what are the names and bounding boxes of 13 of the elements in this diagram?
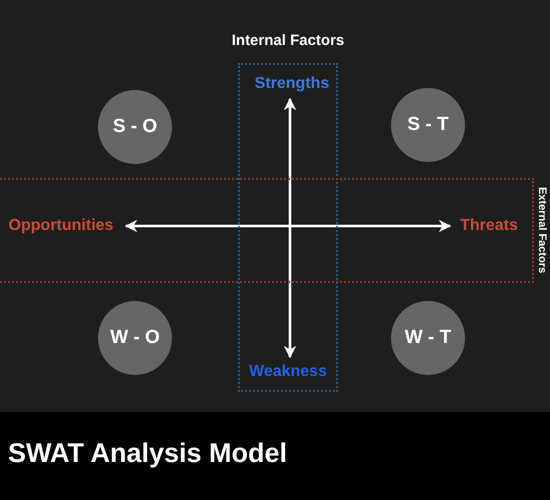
quadrant-circle: S - T — [391, 88, 465, 162]
weakness-label: Weakness — [240, 361, 336, 383]
quadrant-circle: W - O — [98, 301, 172, 375]
strengths-label: Strengths — [245, 73, 339, 95]
quadrant-circle: W - T — [391, 301, 465, 375]
band-heading: External Factors — [536, 186, 548, 276]
quadrant-circle: S - O — [98, 90, 172, 164]
diagram-title: SWAT Analysis Model — [8, 438, 288, 469]
double-arrow — [284, 98, 296, 358]
band-heading: Internal Factors — [230, 32, 346, 49]
double-arrow — [124, 220, 452, 232]
opportunities-label: Opportunities — [0, 215, 122, 237]
threats-label: Threats — [454, 215, 524, 237]
